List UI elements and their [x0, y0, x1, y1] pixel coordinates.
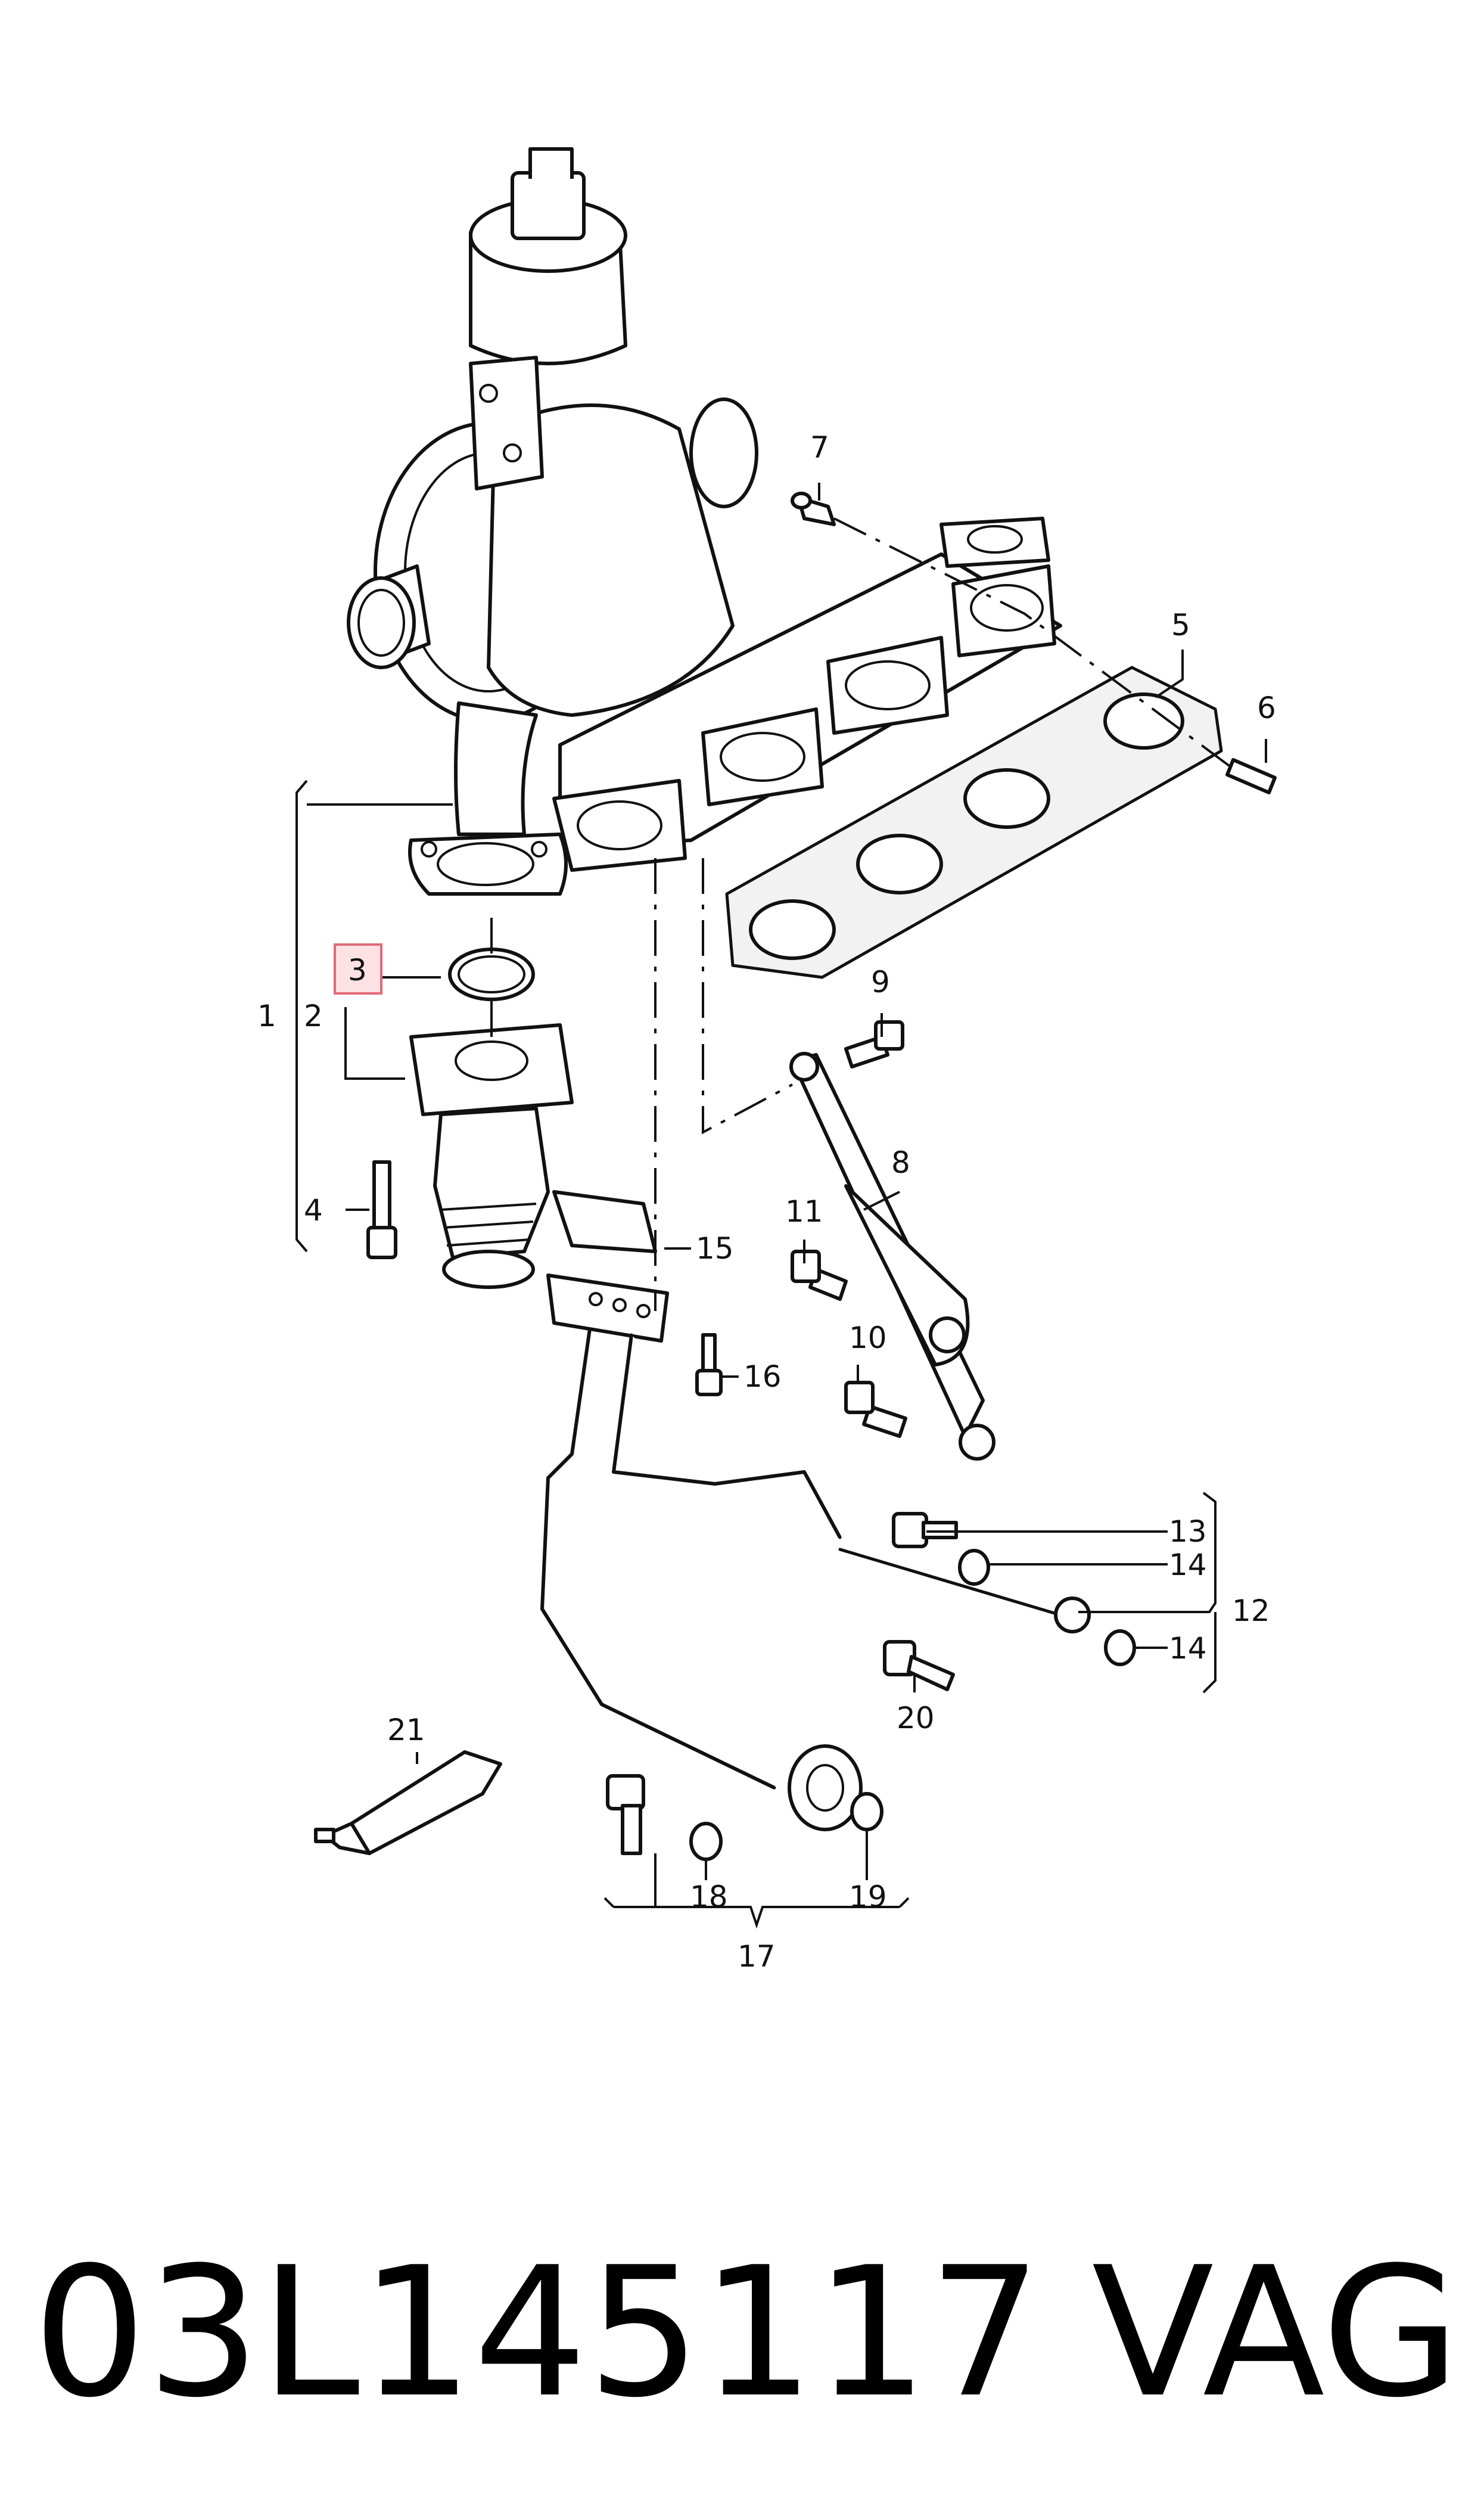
- hex-bolts: [791, 1020, 907, 1438]
- callout-7: 7: [810, 430, 829, 465]
- exhaust-manifold: [552, 517, 1062, 872]
- callout-8: 8: [891, 1145, 910, 1180]
- leader-lines: [295, 483, 1267, 1929]
- turbocharger: [347, 147, 758, 896]
- brand-name: VAG: [1091, 2229, 1460, 2437]
- small-bolt: [695, 1333, 723, 1396]
- manifold-gasket: [725, 666, 1223, 979]
- callout-18: 18: [690, 1880, 728, 1914]
- callout-14b: 14: [1169, 1631, 1207, 1666]
- callout-10: 10: [849, 1321, 887, 1355]
- callout-16: 16: [743, 1359, 782, 1394]
- callout-9: 9: [871, 965, 890, 999]
- callout-21: 21: [387, 1713, 425, 1747]
- callout-11: 11: [785, 1194, 823, 1229]
- oil-return-line: [540, 1327, 863, 1855]
- callout-13: 13: [1169, 1514, 1207, 1549]
- callout-19: 19: [849, 1880, 887, 1914]
- sealant-tube: [314, 1750, 502, 1855]
- callout-14a: 14: [1169, 1548, 1207, 1582]
- oil-supply-pipe: [838, 1548, 1091, 1633]
- callout-3-highlight: [334, 943, 382, 995]
- callout-15: 15: [696, 1231, 734, 1266]
- seal-washers: [689, 1792, 883, 1861]
- callout-20: 20: [897, 1701, 935, 1735]
- pipe-bracket: [546, 1190, 669, 1343]
- stud-bolt: [1225, 758, 1277, 794]
- alignment-lines: [490, 517, 1234, 1311]
- callout-4: 4: [304, 1193, 323, 1228]
- banjo-bolt-and-washers: [892, 1512, 1136, 1666]
- callout-2: 2: [304, 999, 323, 1033]
- support-bracket: [789, 1052, 995, 1461]
- callout-1: 1: [257, 999, 276, 1033]
- callout-17: 17: [738, 1939, 776, 1974]
- o-ring: [448, 948, 535, 1001]
- socket-head-bolt: [366, 1160, 397, 1259]
- callout-6: 6: [1257, 691, 1276, 725]
- part-footer: 03L145117 VAG: [0, 2205, 1484, 2461]
- intermediate-pipe: [409, 1023, 574, 1289]
- callout-5: 5: [1171, 608, 1190, 642]
- bolt-20: [883, 1640, 955, 1691]
- callout-labels: 1 2 3 4 5 6 7 8 9 10 11 12 13 14 14 15 1…: [257, 430, 1276, 1974]
- part-number: 03L145117: [33, 2229, 1043, 2437]
- callout-3: 3: [348, 953, 367, 987]
- callout-12: 12: [1232, 1594, 1270, 1628]
- spacer-sleeve: [791, 492, 836, 526]
